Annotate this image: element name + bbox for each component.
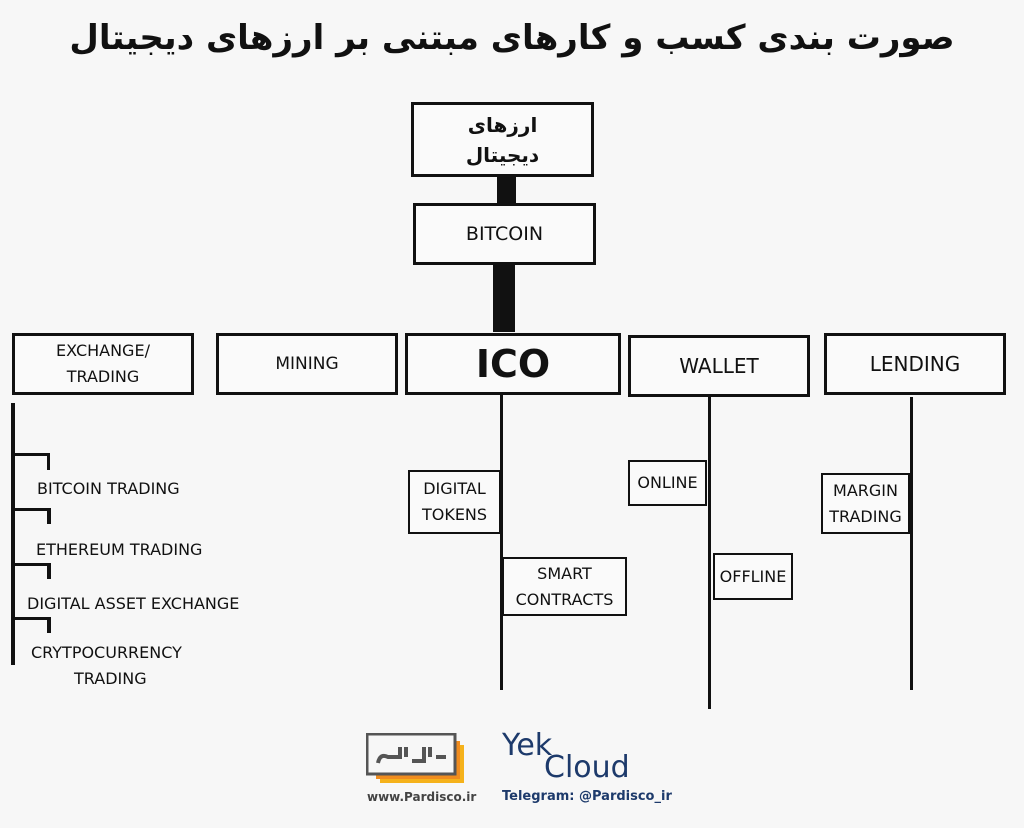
exchange-item: TRADING bbox=[74, 669, 147, 688]
offline-box: OFFLINE bbox=[713, 553, 793, 600]
root-line1: ارزهای bbox=[467, 112, 538, 137]
connector bbox=[493, 264, 515, 332]
digital-tokens-box: DIGITAL TOKENS bbox=[408, 470, 501, 534]
digital-tokens-line2: TOKENS bbox=[421, 505, 488, 524]
margin-line2: TRADING bbox=[829, 506, 902, 526]
exchange-box: EXCHANGE/ TRADING bbox=[12, 333, 194, 395]
bitcoin-box: BITCOIN bbox=[413, 203, 596, 265]
bracket bbox=[11, 508, 50, 511]
bracket bbox=[47, 508, 51, 524]
exchange-item: CRYTPOCURRENCY bbox=[31, 643, 182, 662]
bracket bbox=[11, 453, 50, 456]
exchange-line1: EXCHANGE/ bbox=[56, 341, 150, 360]
bracket bbox=[47, 563, 51, 579]
pardisco-logo bbox=[365, 732, 466, 785]
digital-tokens-line1: DIGITAL bbox=[423, 479, 486, 498]
yek-text: Yek bbox=[502, 728, 553, 763]
bracket bbox=[11, 617, 50, 620]
exchange-item: ETHEREUM TRADING bbox=[36, 540, 203, 559]
telegram-handle: Telegram: @Pardisco_ir bbox=[502, 789, 672, 804]
online-box: ONLINE bbox=[628, 460, 707, 506]
bracket bbox=[47, 453, 50, 470]
branch-line bbox=[708, 397, 711, 709]
root-box: ارزهای دیجیتال bbox=[411, 102, 594, 177]
root-line2: دیجیتال bbox=[465, 142, 540, 167]
bracket bbox=[11, 563, 50, 566]
page-title: صورت بندی کسب و کارهای مبتنی بر ارزهای د… bbox=[69, 18, 955, 58]
branch-line bbox=[11, 403, 15, 665]
exchange-line2: TRADING bbox=[66, 367, 140, 386]
connector bbox=[497, 177, 516, 203]
branch-line bbox=[910, 397, 913, 690]
smart-contracts-box: SMART CONTRACTS bbox=[502, 557, 627, 616]
margin-line1: MARGIN bbox=[833, 480, 898, 500]
exchange-item: DIGITAL ASSET EXCHANGE bbox=[27, 594, 240, 613]
ico-box: ICO bbox=[405, 333, 621, 395]
wallet-box: WALLET bbox=[628, 335, 810, 397]
cloud-text: Cloud bbox=[544, 750, 630, 785]
branch-line bbox=[500, 395, 503, 690]
yekcloud-logo: Yek Cloud bbox=[502, 728, 662, 788]
mining-box: MINING bbox=[216, 333, 398, 395]
bracket bbox=[47, 617, 51, 633]
lending-box: LENDING bbox=[824, 333, 1006, 395]
pardisco-url: www.Pardisco.ir bbox=[367, 790, 477, 804]
smart-contracts-line1: SMART bbox=[537, 563, 592, 583]
exchange-item: BITCOIN TRADING bbox=[37, 479, 180, 498]
smart-contracts-line2: CONTRACTS bbox=[515, 589, 614, 609]
margin-trading-box: MARGIN TRADING bbox=[821, 473, 910, 534]
